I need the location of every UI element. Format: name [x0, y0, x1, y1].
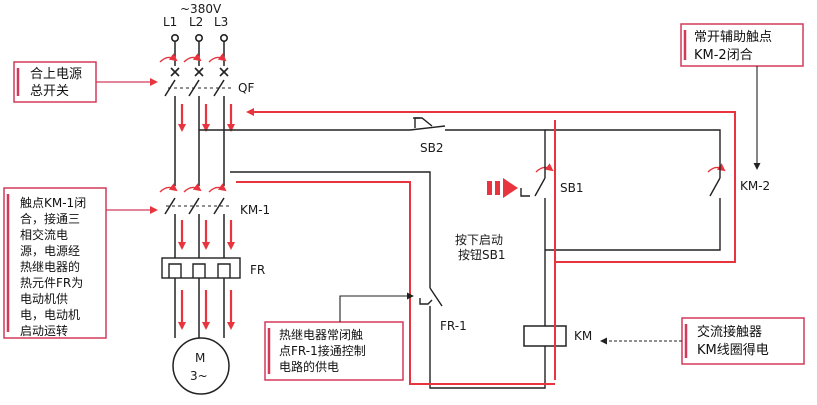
fr1-label: FR-1 — [440, 319, 467, 333]
callout-km1-line1: 触点KM-1闭 — [20, 196, 86, 210]
press-start-line2: 按钮SB1 — [458, 247, 506, 262]
callout-km1-line8: 电，电动机 — [20, 308, 80, 322]
callout-km1-line7: 电动机供 — [20, 292, 68, 306]
callout-km2-close: 常开辅助触点 KM-2闭合 — [680, 23, 804, 170]
km2-contact — [709, 177, 721, 206]
km1-label: KM-1 — [240, 203, 270, 217]
sb1-start-button — [520, 177, 546, 206]
phase-lines — [164, 41, 225, 338]
callout-km1-line3: 相交流电 — [20, 227, 68, 242]
km-coil — [523, 325, 567, 347]
press-arrow — [487, 178, 518, 198]
actuation-arcs — [159, 53, 726, 193]
qf-breaker — [168, 67, 232, 89]
sb2-label: SB2 — [420, 141, 443, 155]
sb2-stop-button — [409, 117, 446, 131]
fr1-contact — [419, 287, 443, 312]
motor-symbol — [172, 337, 230, 395]
line-label-l3: L3 — [214, 15, 228, 29]
callout-km1-line6: 热元件FR为 — [20, 276, 83, 290]
line-label-l2: L2 — [189, 15, 203, 29]
callout-km1-line4: 源，电源经 — [20, 244, 80, 258]
supply-terminals — [171, 33, 229, 42]
qf-label: QF — [238, 81, 254, 95]
line-label-l1: L1 — [163, 15, 177, 29]
callout-main-switch-line2: 总开关 — [30, 84, 69, 99]
sb1-label: SB1 — [560, 181, 583, 195]
callout-fr1-line2: 点FR-1接通控制 — [279, 343, 366, 358]
km2-label: KM-2 — [740, 179, 770, 193]
supply-voltage: ~380V — [180, 2, 222, 16]
km-label: KM — [574, 329, 592, 343]
fr-label: FR — [250, 263, 265, 277]
callout-fr1-line1: 热继电器常闭触 — [279, 328, 363, 342]
callout-main-switch: 合上电源 总开关 — [13, 61, 158, 103]
callout-main-switch-line1: 合上电源 — [30, 67, 82, 82]
motor-label: M — [195, 351, 205, 365]
callout-coil-power: 交流接触器 KM线圈得电 — [600, 317, 805, 365]
main-current-arrows — [178, 104, 235, 330]
callout-km1-line2: 合，接通三 — [20, 211, 80, 226]
callout-km1-line9: 启动运转 — [20, 323, 68, 338]
fr-thermal-relay — [161, 257, 241, 279]
callout-km2-line1: 常开辅助触点 — [694, 30, 772, 45]
callout-fr1-closed: 热继电器常闭触 点FR-1接通控制 电路的供电 — [264, 292, 414, 381]
control-current-path — [236, 108, 736, 385]
callout-km1-close: 触点KM-1闭 合，接通三 相交流电 源，电源经 热继电器的 热元件FR为 电动… — [3, 187, 158, 339]
callout-fr1-line3: 电路的供电 — [279, 359, 339, 374]
callout-coil-line1: 交流接触器 — [697, 324, 762, 340]
callout-km1-line5: 热继电器的 — [20, 259, 80, 274]
callout-coil-line2: KM线圈得电 — [697, 342, 769, 358]
callout-km2-line2: KM-2闭合 — [694, 48, 753, 63]
motor-phase-label: 3~ — [190, 369, 208, 383]
press-start-line1: 按下启动 — [455, 233, 503, 247]
control-wires — [199, 129, 721, 389]
